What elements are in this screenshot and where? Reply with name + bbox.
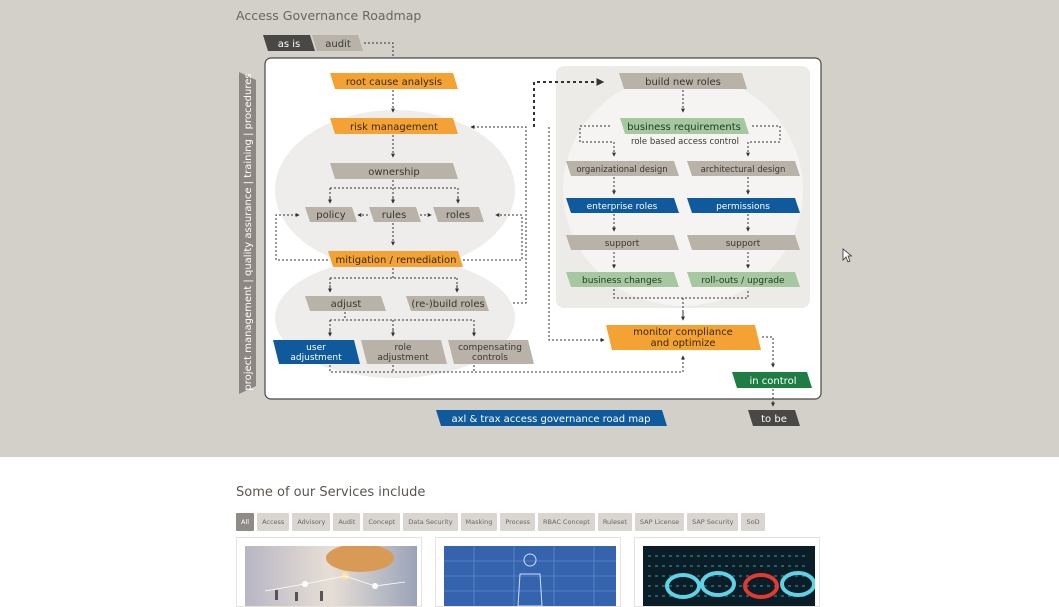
blueprint-person-image-art: [444, 546, 616, 606]
org-design-label: organizational design: [576, 165, 667, 175]
filter-audit[interactable]: Audit: [333, 513, 361, 531]
footer-banner-label: axl & trax access governance road map: [451, 414, 650, 425]
build-new-roles-box: [619, 73, 747, 89]
services-filter-bar: All Access Advisory Audit Concept Data S…: [236, 513, 765, 531]
monitor-line-2: and optimize: [650, 338, 715, 349]
arch-design-label: architectural design: [701, 165, 786, 175]
adjust-box: [305, 296, 386, 311]
monitor-box: [606, 325, 761, 350]
in-control-box: [732, 372, 812, 388]
ownership-box: [330, 163, 458, 179]
roadmap-diagram: project management | quality assurance |…: [239, 35, 822, 426]
roadmap-title: Access Governance Roadmap: [236, 8, 422, 23]
audit-label: audit: [325, 39, 351, 50]
hand-network-image-art: [245, 546, 417, 606]
org-design-box: [566, 161, 679, 176]
compensating-controls-box: [448, 340, 534, 364]
rules-label: rules: [382, 210, 407, 221]
mitigation-box: [328, 251, 463, 267]
footer-banner: [436, 410, 667, 426]
filter-process[interactable]: Process: [500, 513, 536, 531]
services-title: Some of our Services include: [236, 485, 426, 500]
root-cause-label: root cause analysis: [346, 77, 442, 88]
rollouts-box: [687, 272, 800, 287]
role-adjustment-line-1: role: [394, 343, 412, 353]
user-adjustment-line-1: user: [306, 343, 326, 353]
business-requirements-box: [620, 118, 749, 134]
as-is-tag: [263, 35, 315, 51]
compensating-controls-line-1: compensating: [458, 343, 522, 353]
in-control-label: in control: [750, 376, 797, 387]
filter-data-security[interactable]: Data Security: [403, 513, 458, 531]
hand-network-image[interactable]: [245, 546, 417, 606]
filter-masking[interactable]: Masking: [460, 513, 498, 531]
roadmap-section: Access Governance Roadmap project manage…: [0, 0, 1059, 457]
side-label-text: project management | quality assurance |…: [243, 73, 254, 390]
to-be-label: to be: [761, 414, 787, 425]
to-be-tag: [748, 410, 800, 426]
audit-tag: [312, 35, 363, 51]
filter-sap-security[interactable]: SAP Security: [687, 513, 739, 531]
as-is-label: as is: [278, 39, 301, 50]
roles-label: roles: [446, 210, 470, 221]
business-requirements-label: business requirements: [627, 122, 741, 133]
policy-label: policy: [316, 210, 346, 221]
root-cause-box: [330, 73, 458, 89]
rbac-label: role based access control: [631, 137, 739, 147]
support-left-label: support: [605, 239, 640, 249]
support-right-box: [687, 235, 800, 250]
chain-lock-image[interactable]: [643, 546, 815, 606]
risk-management-box: [330, 118, 458, 134]
compensating-controls-line-2: controls: [472, 353, 508, 363]
user-adjustment-box: [273, 340, 360, 364]
filter-advisory[interactable]: Advisory: [292, 513, 331, 531]
support-right-label: support: [726, 239, 761, 249]
rollouts-label: roll-outs / upgrade: [701, 276, 785, 286]
permissions-box: [687, 198, 800, 213]
policy-box: [305, 207, 357, 222]
service-card[interactable]: [435, 537, 621, 607]
permissions-label: permissions: [716, 202, 770, 212]
mitigation-label: mitigation / remediation: [336, 255, 457, 266]
filter-all[interactable]: All: [236, 513, 255, 531]
chain-lock-image-art: [643, 546, 815, 606]
filter-ruleset[interactable]: Ruleset: [597, 513, 632, 531]
blueprint-person-image[interactable]: [444, 546, 616, 606]
filter-rbac-concept[interactable]: RBAC Concept: [538, 513, 595, 531]
role-adjustment-line-2: adjustment: [377, 353, 429, 363]
roles-box: [433, 207, 484, 222]
risk-management-label: risk management: [350, 122, 438, 133]
enterprise-roles-label: enterprise roles: [587, 202, 658, 212]
filter-access[interactable]: Access: [257, 513, 290, 531]
monitor-line-1: monitor compliance: [633, 327, 733, 338]
mouse-cursor-icon: [842, 248, 852, 263]
enterprise-roles-box: [566, 198, 679, 213]
ownership-label: ownership: [368, 167, 420, 178]
business-changes-box: [566, 272, 679, 287]
filter-concept[interactable]: Concept: [363, 513, 401, 531]
user-adjustment-line-2: adjustment: [290, 353, 342, 363]
side-label-tab: [239, 72, 256, 394]
service-card[interactable]: [236, 537, 422, 607]
rules-box: [369, 207, 421, 222]
adjust-label: adjust: [331, 299, 362, 310]
arch-design-box: [687, 161, 800, 176]
filter-sap-license[interactable]: SAP License: [634, 513, 685, 531]
support-left-box: [566, 235, 679, 250]
rebuild-roles-box: [406, 296, 489, 311]
business-changes-label: business changes: [582, 276, 662, 286]
build-new-roles-label: build new roles: [645, 77, 721, 88]
rebuild-roles-label: (re-)build roles: [411, 299, 484, 310]
role-adjustment-box: [361, 340, 447, 364]
service-card[interactable]: [634, 537, 820, 607]
filter-sod[interactable]: SoD: [741, 513, 765, 531]
